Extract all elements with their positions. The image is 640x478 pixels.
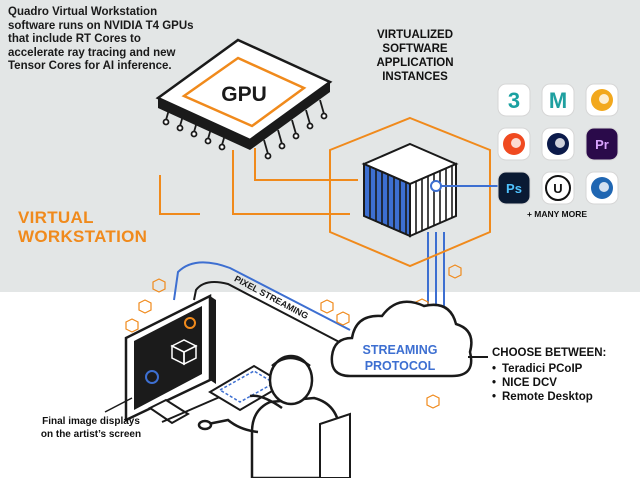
vsai-line3: APPLICATION [376, 57, 454, 69]
gpu-chip [155, 38, 333, 160]
protocol-option: Teradici PCoIP [486, 362, 593, 376]
vsai-line1: VIRTUALIZED [376, 29, 454, 41]
protocol-options: Teradici PCoIP NICE DCV Remote Desktop [486, 362, 593, 404]
vsai-line2: SOFTWARE [382, 43, 448, 55]
keyshot-icon [585, 83, 619, 117]
protocol-option: Remote Desktop [486, 390, 593, 404]
svg-text:U: U [553, 181, 562, 196]
artist [197, 354, 342, 478]
final-image-line2: on the artist’s screen [40, 428, 142, 440]
virtual-workstation-panel [0, 0, 640, 292]
pixel-streaming-label: PIXEL STREAMING [233, 274, 310, 321]
pixel-streaming-band [173, 261, 351, 346]
final-image-line1: Final image displays [42, 416, 140, 427]
virtual-cube [361, 142, 459, 238]
monitor [124, 293, 216, 425]
unreal-engine-icon: U [541, 171, 575, 205]
streaming-cloud [330, 300, 473, 378]
chair [319, 412, 351, 478]
streaming-label-line2: PROTOCOL [365, 359, 436, 373]
gpu-label: GPU [221, 83, 267, 106]
stylus [161, 395, 223, 423]
gpu-circuit-lines [159, 148, 358, 215]
houdini-icon [497, 127, 531, 161]
choose-between-title: CHOOSE BETWEEN: [492, 347, 607, 359]
hexagon-outline [329, 116, 491, 268]
vsai-line4: INSTANCES [382, 71, 448, 83]
cinema4d-icon [541, 127, 575, 161]
virtualized-instances-title: VIRTUALIZED SOFTWARE APPLICATION INSTANC… [340, 28, 490, 84]
premiere-pro-icon: Pr [585, 127, 619, 161]
protocol-option: NICE DCV [486, 376, 593, 390]
final-image-caption: Final image displays on the artist’s scr… [26, 416, 156, 441]
streaming-label-line1: STREAMING [363, 343, 438, 357]
gpu-description: Quadro Virtual Workstation software runs… [8, 6, 194, 73]
virtual-workstation-line2: WORKSTATION [18, 227, 148, 246]
blender-icon [585, 171, 619, 205]
svg-text:Pr: Pr [595, 137, 609, 152]
virtual-workstation-line1: VIRTUAL [18, 208, 94, 227]
svg-text:Ps: Ps [506, 181, 522, 196]
photoshop-icon: Ps [497, 171, 531, 205]
3ds-max-icon: 3 [497, 83, 531, 117]
virtual-workstation-title: VIRTUAL WORKSTATION [18, 208, 198, 246]
cube-to-cloud-lines [427, 232, 445, 308]
svg-text:M: M [549, 88, 567, 113]
cube-connector-dot [430, 180, 442, 192]
svg-text:3: 3 [508, 88, 520, 113]
maya-icon: M [541, 83, 575, 117]
final-image-pointer [104, 397, 133, 413]
many-more-label: + MANY MORE [526, 209, 588, 219]
